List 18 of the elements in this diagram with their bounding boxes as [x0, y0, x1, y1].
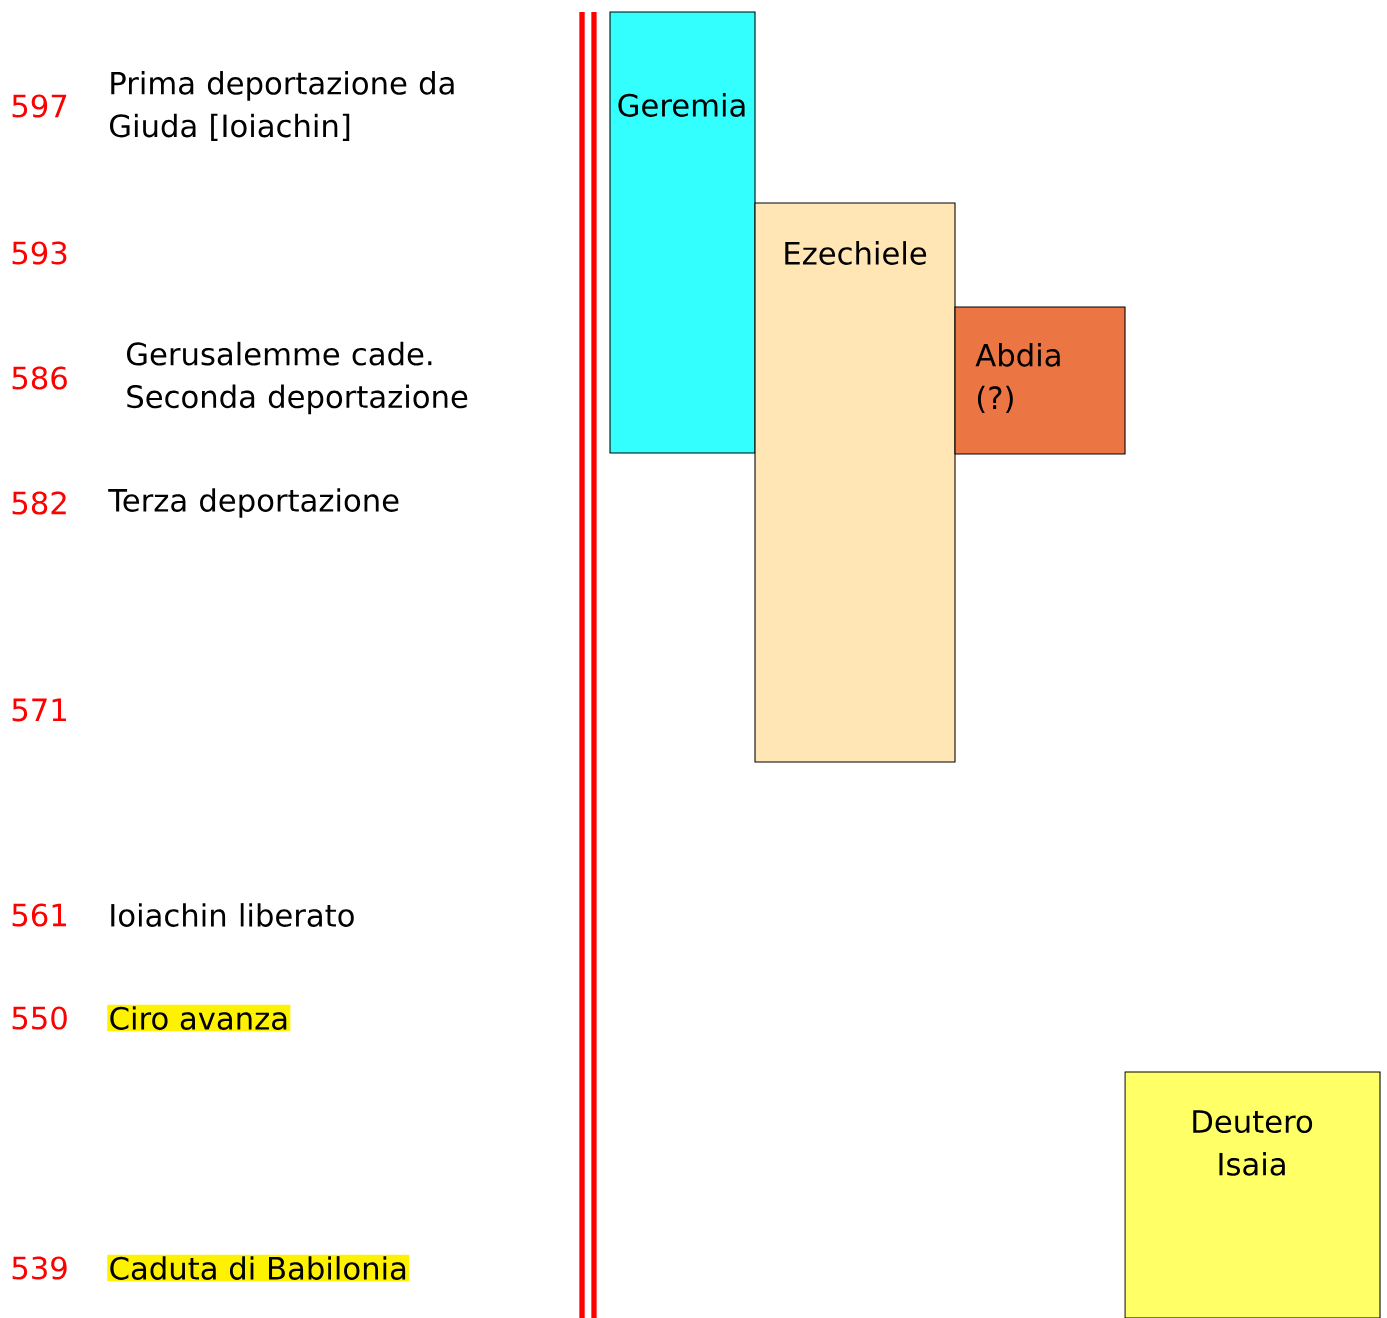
period-box: Ezechiele: [754, 202, 956, 763]
period-box: Geremia: [609, 11, 756, 454]
year-label: 593: [12, 241, 67, 265]
event-label: Prima deportazione da Giuda [Ioiachin]: [110, 71, 454, 141]
year-label: 571: [12, 698, 66, 722]
event-label: Ioiachin liberato: [111, 903, 354, 927]
year-label: 586: [12, 366, 67, 390]
event-label: Gerusalemme cade. Seconda deportazione: [127, 341, 468, 415]
event-label: Terza deportazione: [108, 488, 399, 518]
period-box: Abdia (?): [954, 306, 1126, 455]
highlighted-event: Caduta di Babilonia: [107, 1254, 410, 1282]
period-box: Deutero Isaia: [1124, 1071, 1381, 1318]
year-label: 539: [12, 1256, 67, 1280]
year-label: 550: [12, 1006, 67, 1030]
year-label: 561: [12, 903, 66, 927]
year-label: 582: [12, 491, 66, 515]
highlighted-event: Ciro avanza: [107, 1004, 291, 1032]
year-label: 597: [12, 94, 67, 118]
